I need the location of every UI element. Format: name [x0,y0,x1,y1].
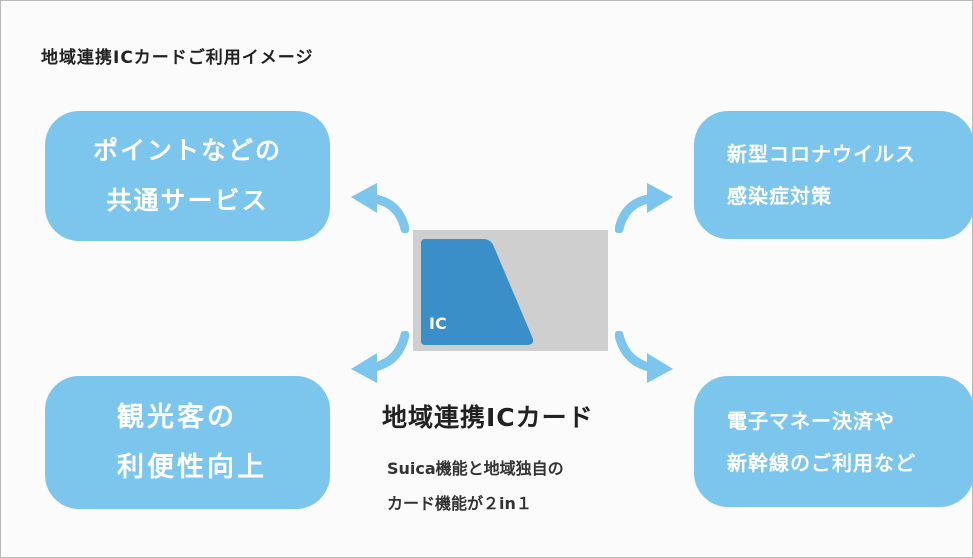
bubble-tourist-convenience: 観光客の 利便性向上 [45,376,330,509]
arrow-top-right-icon [615,183,673,233]
bubble-line: 新幹線のご利用など [727,450,916,475]
bubble-line: 新型コロナウイルス [727,142,916,166]
bubble-line: 電子マネー決済や [727,408,895,433]
center-title: 地域連携ICカード [382,403,594,432]
arrow-top-left-icon [351,183,409,233]
center-description-line: Suica機能と地域独自の [387,459,564,478]
bubble-line: 観光客の [117,401,237,433]
bubble-line: ポイントなどの [92,136,282,165]
arrow-bottom-right-icon [615,331,673,383]
bubble-covid-measures: 新型コロナウイルス 感染症対策 [694,111,973,239]
ic-label: IC [429,314,447,333]
center-description: Suica機能と地域独自の カード機能が２in１ [387,451,564,521]
ic-card-image: IC [413,230,608,351]
arrow-bottom-left-icon [351,331,409,383]
bubble-line: 利便性向上 [117,451,267,483]
bubble-shared-services: ポイントなどの 共通サービス [45,111,330,241]
center-description-line: カード機能が２in１ [387,494,532,513]
ic-chip-icon [421,239,533,345]
diagram-title: 地域連携ICカードご利用イメージ [41,48,314,68]
bubble-line: 感染症対策 [727,184,832,208]
bubble-e-money-shinkansen: 電子マネー決済や 新幹線のご利用など [694,376,973,507]
bubble-line: 共通サービス [106,186,269,215]
